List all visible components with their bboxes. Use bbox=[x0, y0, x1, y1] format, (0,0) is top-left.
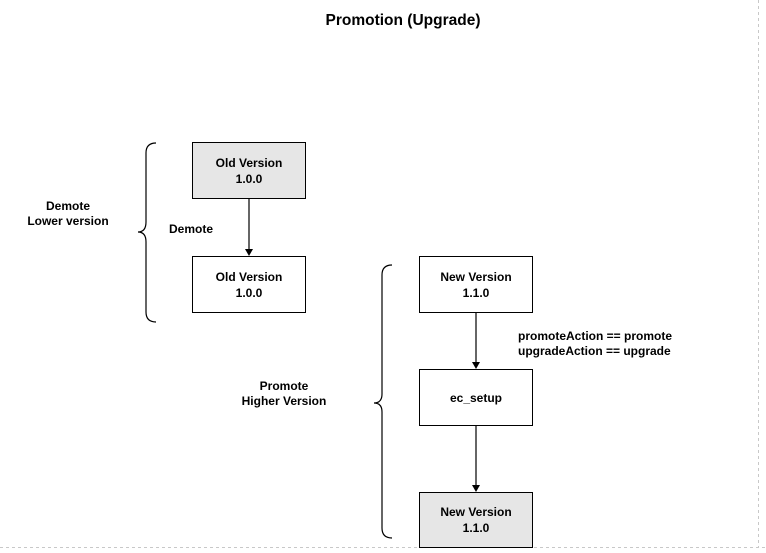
left-group-brace bbox=[137, 142, 157, 323]
group-label-line1: Promote bbox=[259, 379, 309, 393]
demote-group-label: Demote Lower version bbox=[8, 199, 128, 229]
setup-arrowhead bbox=[472, 485, 480, 492]
right-group-brace bbox=[373, 264, 393, 539]
new-version-source-box: New Version 1.1.0 bbox=[419, 256, 533, 313]
new-version-target-box: New Version 1.1.0 bbox=[419, 492, 533, 548]
box-label-line1: Old Version bbox=[215, 269, 283, 284]
condition-line2: upgradeAction == upgrade bbox=[518, 344, 671, 358]
demote-edge-label: Demote bbox=[169, 222, 214, 236]
box-label-line1: ec_setup bbox=[449, 390, 503, 405]
box-label-line1: New Version bbox=[440, 269, 512, 284]
box-label-line2: 1.0.0 bbox=[235, 285, 263, 300]
box-label-line1: New Version bbox=[440, 505, 512, 519]
promote-arrowhead bbox=[472, 362, 480, 369]
condition-line1: promoteAction == promote bbox=[518, 329, 673, 343]
box-label-line2: 1.0.0 bbox=[235, 171, 263, 186]
diagram-title: Promotion (Upgrade) bbox=[325, 12, 481, 29]
box-label-line1: Old Version bbox=[215, 155, 283, 170]
promote-condition-label: promoteAction == promote upgradeAction =… bbox=[518, 329, 672, 359]
demote-arrowhead bbox=[245, 249, 253, 256]
old-version-source-box: Old Version 1.0.0 bbox=[192, 142, 306, 199]
box-label-line2: 1.1.0 bbox=[462, 521, 490, 535]
promote-group-label: Promote Higher Version bbox=[226, 379, 342, 409]
group-label-line1: Demote bbox=[45, 199, 90, 213]
group-label-line2: Lower version bbox=[27, 214, 109, 228]
box-label-line2: 1.1.0 bbox=[462, 285, 490, 300]
ec-setup-box: ec_setup bbox=[419, 369, 533, 426]
group-label-line2: Higher Version bbox=[241, 394, 327, 408]
old-version-target-box: Old Version 1.0.0 bbox=[192, 256, 306, 313]
